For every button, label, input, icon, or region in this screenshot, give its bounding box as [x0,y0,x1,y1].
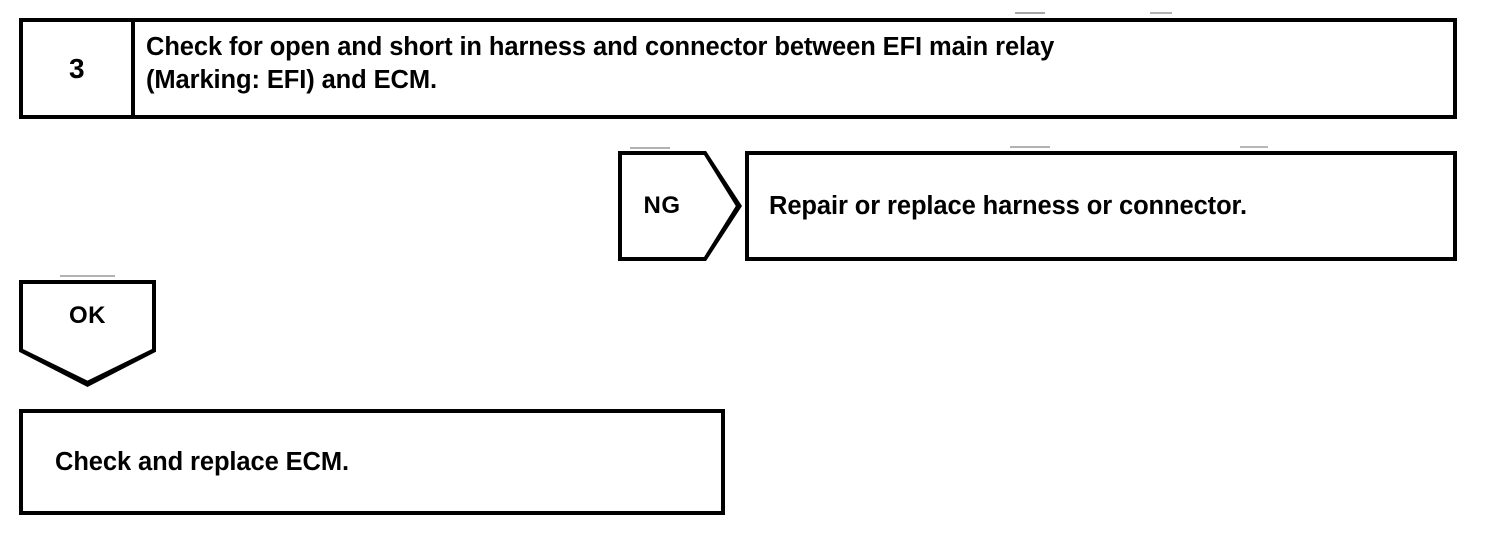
step-instruction-cell: Check for open and short in harness and … [135,22,1453,115]
scan-artifact [1240,146,1268,148]
ok-tag-label: OK [69,302,106,329]
scan-artifact [1015,12,1045,14]
ng-result-box: Repair or replace harness or connector. [745,151,1457,261]
ok-result-text: Check and replace ECM. [55,447,349,476]
ok-branch-tag: OK [19,280,156,387]
step-row: 3 Check for open and short in harness an… [19,18,1457,119]
scan-artifact [60,275,115,277]
ok-result-box: Check and replace ECM. [19,409,725,515]
ng-tag-left-edge [618,151,622,261]
scan-artifact [1150,12,1172,14]
ng-result-text: Repair or replace harness or connector. [769,191,1247,220]
step-number: 3 [68,52,86,84]
scan-artifact [1010,146,1050,148]
step-instruction-text: Check for open and short in harness and … [146,33,1055,94]
step-number-cell: 3 [23,22,135,115]
ng-tag-label: NG [643,192,681,219]
ng-branch-tag: NG [618,151,742,261]
scan-artifact [630,147,670,149]
